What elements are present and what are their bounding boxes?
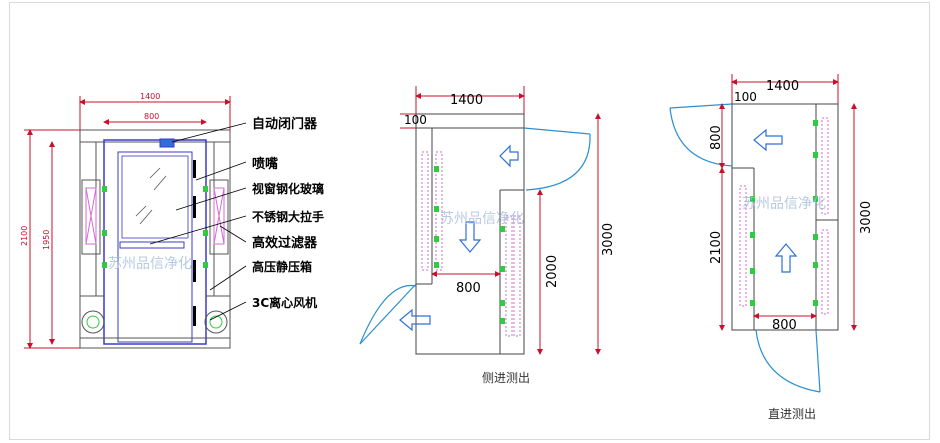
front-dim-door: 800 <box>144 112 159 121</box>
side-dim-offset: 100 <box>404 113 427 127</box>
callout-nozzle: 喷嘴 <box>252 156 278 172</box>
callout-door-closer: 自动闭门器 <box>252 116 318 132</box>
side-dim-door: 800 <box>456 281 481 296</box>
straight-dim-width: 1400 <box>766 79 799 94</box>
straight-dim-total: 3000 <box>859 201 874 234</box>
side-dim-width: 1400 <box>450 93 483 108</box>
straight-dim-top: 800 <box>709 125 724 150</box>
drawing-frame <box>9 2 930 440</box>
straight-watermark: 苏州品信净化 <box>742 196 826 212</box>
straight-dim-door: 800 <box>772 318 797 333</box>
front-dim-height-inner: 1950 <box>42 230 51 250</box>
side-watermark: 苏州品信净化 <box>440 211 524 227</box>
side-dim-height-total: 3000 <box>601 223 616 256</box>
front-dim-width: 1400 <box>140 92 160 101</box>
front-dim-height-total: 2100 <box>20 226 29 246</box>
straight-view: 1400 100 800 2100 3000 800 苏州品信净化 直进测出 <box>669 74 874 421</box>
front-view: 1400 800 2100 1950 苏州品信净化 自动闭门器 喷嘴 视窗钢化玻… <box>20 92 324 349</box>
callout-fan: 3C离心风机 <box>252 295 317 310</box>
callout-window-glass: 视窗钢化玻璃 <box>252 181 324 196</box>
callout-static-box: 高压静压箱 <box>252 259 312 274</box>
straight-dim-inner: 2100 <box>709 231 724 264</box>
straight-dim-offset: 100 <box>734 90 757 104</box>
side-view: 1400 100 800 2000 3000 苏州品信净化 侧进测出 <box>359 86 616 385</box>
side-dim-height-inner: 2000 <box>545 255 560 288</box>
front-watermark: 苏州品信净化 <box>108 256 192 272</box>
straight-caption: 直进测出 <box>768 407 816 421</box>
side-caption: 侧进测出 <box>482 371 530 385</box>
callout-handle: 不锈钢大拉手 <box>252 209 324 224</box>
callout-hepa-filter: 高效过滤器 <box>252 235 318 251</box>
